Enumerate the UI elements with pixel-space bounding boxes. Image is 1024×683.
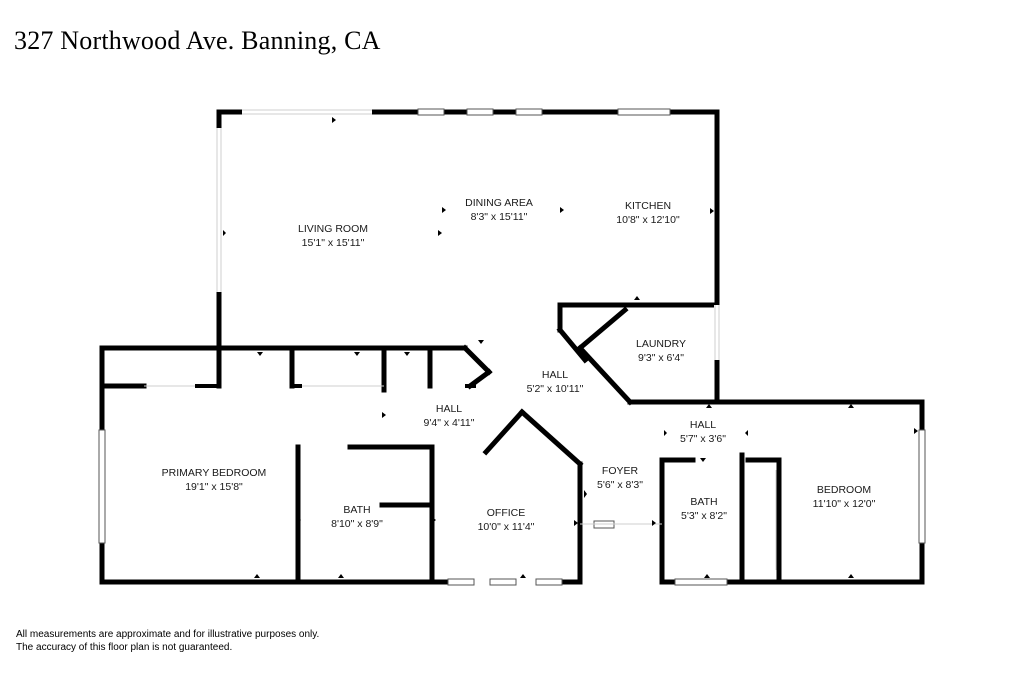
room-dims-dining-area: 8'3" x 15'11" (471, 211, 528, 223)
door-mark (520, 574, 526, 578)
door-marks (223, 117, 918, 578)
window-office-3 (535, 578, 563, 586)
door-mark (432, 517, 436, 523)
window-dining-1 (417, 108, 445, 116)
door-mark (745, 430, 748, 436)
windows (98, 108, 926, 586)
page-title: 327 Northwood Ave. Banning, CA (14, 26, 381, 55)
door-mark (442, 207, 446, 213)
disclaimer: All measurements are approximate and for… (16, 628, 319, 654)
room-labels: LIVING ROOM 15'1" x 15'11" DINING AREA 8… (162, 197, 876, 533)
window-primary-left (98, 429, 106, 544)
wall-laundry-diag-b (576, 306, 629, 352)
room-name-kitchen: KITCHEN (625, 200, 671, 212)
window-living-top (242, 109, 372, 115)
room-dims-hall-center: 5'2" x 10'11" (527, 383, 584, 395)
room-dims-hall-left: 9'4" x 4'11" (424, 417, 475, 429)
door-mark (438, 230, 442, 236)
door-mark (914, 428, 918, 434)
disclaimer-line-1: All measurements are approximate and for… (16, 629, 320, 640)
room-name-hall-right: HALL (690, 419, 716, 431)
wall-office-diag-left (482, 408, 526, 456)
door-mark (652, 520, 656, 526)
door-mark (354, 352, 360, 356)
room-dims-foyer: 5'6" x 8'3" (597, 479, 643, 491)
door-mark (478, 340, 484, 344)
wall-laundry-diag-c (576, 344, 634, 406)
room-name-hall-center: HALL (542, 369, 568, 381)
door-mark (700, 458, 706, 462)
door-mark (584, 490, 587, 498)
door-mark (257, 352, 263, 356)
door-mark (704, 574, 710, 578)
door-mark (574, 520, 578, 526)
window-office-2 (489, 578, 517, 586)
door-mark (297, 517, 301, 523)
window-kitchen (617, 108, 671, 116)
room-dims-bedroom: 11'10" x 12'0" (813, 498, 876, 510)
window-dining-2 (466, 108, 494, 116)
door-mark (706, 404, 712, 408)
window-bedroom-right (918, 429, 926, 544)
door-mark (848, 404, 854, 408)
wall-diag-top (461, 344, 493, 376)
window-dining-3 (515, 108, 543, 116)
window-office-1 (447, 578, 475, 586)
room-name-laundry: LAUNDRY (636, 338, 686, 350)
room-dims-laundry: 9'3" x 6'4" (638, 352, 684, 364)
room-name-office: OFFICE (487, 507, 526, 519)
wall-office-diag-right (518, 408, 584, 468)
room-dims-primary-bedroom: 19'1" x 15'8" (185, 481, 243, 493)
wall-diag-hook (466, 368, 493, 390)
door-mark (254, 574, 260, 578)
opening-laundry-right (714, 305, 720, 360)
room-name-bath-left: BATH (343, 504, 370, 516)
door-mark (848, 574, 854, 578)
wall-laundry-diag-a (556, 326, 589, 364)
door-mark (404, 352, 410, 356)
door-mark (223, 230, 226, 236)
room-name-foyer: FOYER (602, 465, 639, 477)
opening-living-left (216, 128, 222, 292)
room-name-dining-area: DINING AREA (465, 197, 533, 209)
room-dims-living-room: 15'1" x 15'11" (302, 237, 365, 249)
room-dims-bath-left: 8'10" x 8'9" (331, 518, 383, 530)
door-mark (332, 117, 336, 123)
door-mark (664, 430, 667, 436)
room-name-hall-left: HALL (436, 403, 462, 415)
disclaimer-line-2: The accuracy of this floor plan is not g… (16, 642, 233, 653)
room-dims-bath-right: 5'3" x 8'2" (681, 510, 727, 522)
room-dims-kitchen: 10'8" x 12'10" (616, 214, 680, 226)
room-name-primary-bedroom: PRIMARY BEDROOM (162, 467, 267, 479)
door-mark (560, 207, 564, 213)
room-dims-hall-right: 5'7" x 3'6" (680, 433, 726, 445)
room-name-bath-right: BATH (690, 496, 717, 508)
room-name-living-room: LIVING ROOM (298, 223, 368, 235)
door-mark (338, 574, 344, 578)
door-mark (382, 412, 386, 418)
walls (99, 109, 925, 585)
window-bath-right (674, 578, 728, 586)
door-mark (710, 208, 714, 214)
door-mark (634, 296, 640, 300)
room-name-bedroom: BEDROOM (817, 484, 871, 496)
room-dims-office: 10'0" x 11'4" (478, 521, 535, 533)
